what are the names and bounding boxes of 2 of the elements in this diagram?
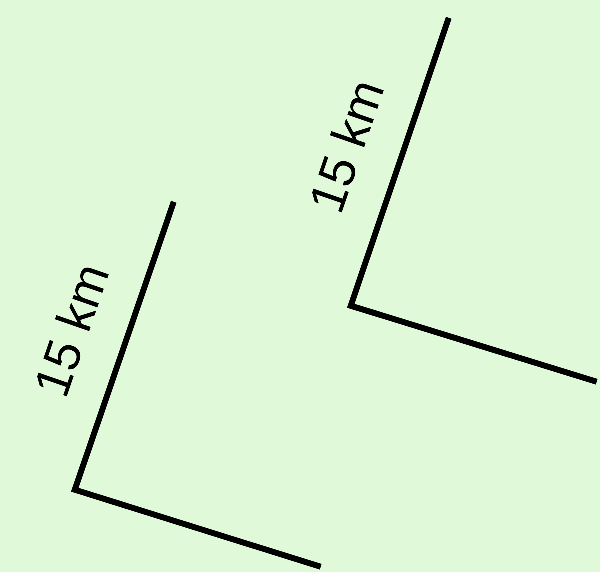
dimension-label: 15 km: [312, 84, 384, 213]
dimension-label: 15 km: [37, 268, 109, 397]
